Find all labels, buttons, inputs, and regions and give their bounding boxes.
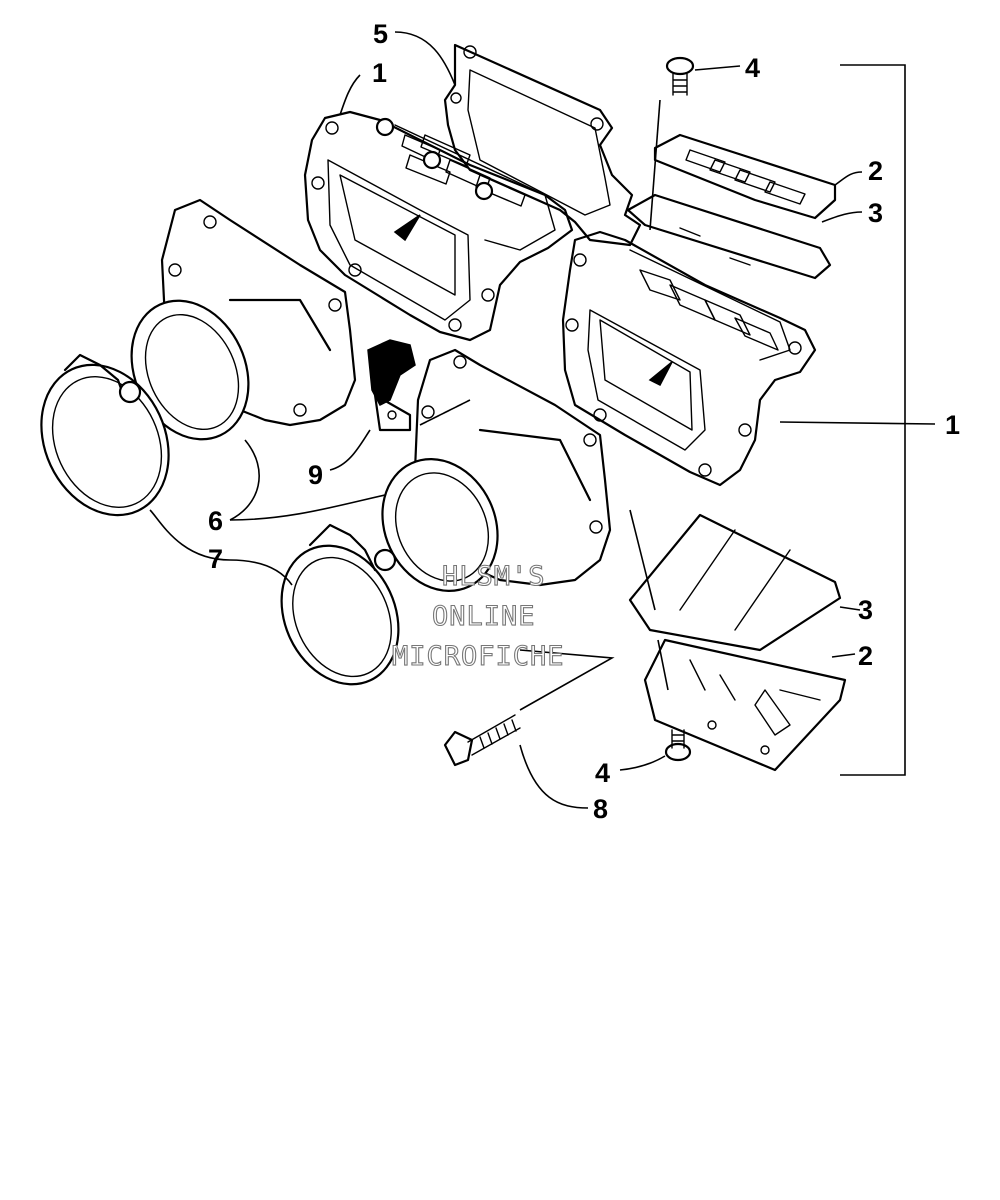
callouts: 1 1 2 2 3 3 4 4 5 6 7 8 9 xyxy=(208,19,960,824)
callout-9: 9 xyxy=(308,460,323,490)
part-clamp-right xyxy=(280,523,400,686)
callout-5: 5 xyxy=(373,19,388,49)
part-intake-adapter-left xyxy=(130,198,357,441)
watermark: HLSM'S ONLINE MICROFICHE xyxy=(391,560,565,672)
callout-7: 7 xyxy=(208,544,223,574)
callout-4-top: 4 xyxy=(745,53,760,83)
callout-3-top: 3 xyxy=(868,198,883,228)
leader-lines xyxy=(149,31,936,809)
part-screw-upper xyxy=(649,56,695,231)
part-bolt xyxy=(443,714,521,767)
part-screw-lower xyxy=(664,729,692,762)
callout-4-bottom: 4 xyxy=(595,758,610,788)
part-intake-adapter-right xyxy=(381,348,612,592)
part-reed-cage-upper xyxy=(303,110,574,342)
callout-8: 8 xyxy=(593,794,608,824)
callout-2-top: 2 xyxy=(868,156,883,186)
watermark-line-3: MICROFICHE xyxy=(392,641,565,672)
part-gasket xyxy=(443,43,642,247)
part-reed-petal-upper xyxy=(626,193,832,280)
watermark-line-2: ONLINE xyxy=(432,601,536,632)
part-reed-cage-lower xyxy=(561,230,817,487)
callout-2-bottom: 2 xyxy=(858,641,873,671)
callout-1-right: 1 xyxy=(945,410,960,440)
part-reed-petal-lower xyxy=(628,513,842,652)
part-reed-stop-lower xyxy=(643,638,847,772)
part-bracket xyxy=(367,339,416,432)
part-reed-stop-upper xyxy=(653,133,837,220)
watermark-line-1: HLSM'S xyxy=(442,561,546,592)
callout-6: 6 xyxy=(208,506,223,536)
callout-3-bottom: 3 xyxy=(858,595,873,625)
callout-1-top: 1 xyxy=(372,58,387,88)
part-clamp-left xyxy=(40,353,170,517)
